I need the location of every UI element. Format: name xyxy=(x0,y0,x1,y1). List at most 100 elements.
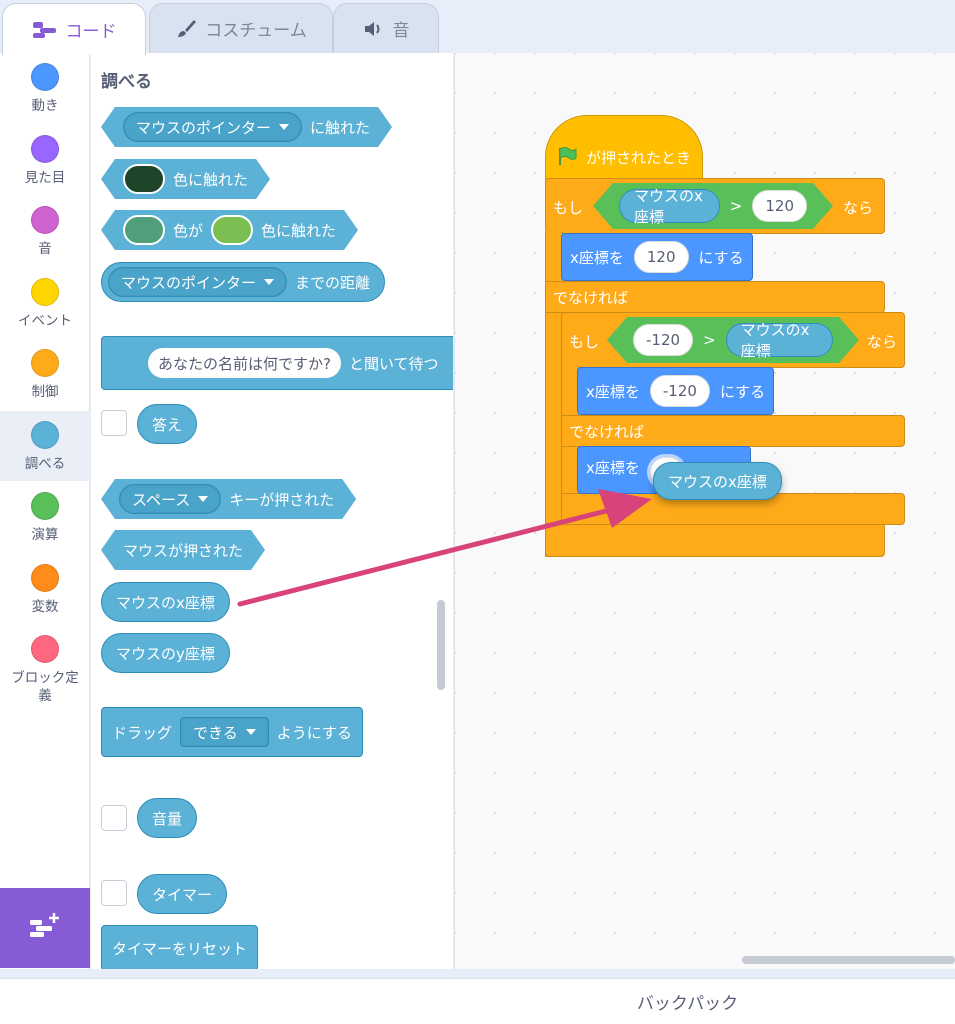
touching-menu-value: マウスのポインター xyxy=(136,118,272,137)
category-dot xyxy=(31,421,59,449)
drag-suffix: ようにする xyxy=(276,723,352,742)
category-dot xyxy=(31,349,59,377)
ask-suffix: と聞いて待つ xyxy=(348,354,439,373)
mouse-down-block[interactable]: マウスが押された xyxy=(101,530,265,570)
number-input[interactable]: 120 xyxy=(633,241,689,273)
loudness-label: 音量 xyxy=(152,809,183,828)
number-input[interactable]: 120 xyxy=(752,190,807,222)
answer-block[interactable]: 答え xyxy=(137,404,198,444)
palette-scrollbar[interactable] xyxy=(437,600,445,690)
greater-than-operator[interactable]: マウスのx座標 > 120 xyxy=(593,183,833,229)
category-label: 見た目 xyxy=(24,170,66,186)
tab-code-label: コード xyxy=(65,22,117,42)
category-my-blocks[interactable]: ブロック定義 xyxy=(0,625,90,715)
hat-label: が押されたとき xyxy=(586,149,692,167)
drag-mode-block[interactable]: ドラッグ できる ようにする xyxy=(101,707,363,757)
color-touching-mid: 色が xyxy=(173,221,204,240)
reset-timer-label: タイマーをリセット xyxy=(112,939,248,958)
mouse-x-reporter[interactable]: マウスのx座標 xyxy=(619,189,720,223)
loudness-block[interactable]: 音量 xyxy=(137,798,198,838)
set-x-block[interactable]: x座標を 120 にする xyxy=(561,233,753,281)
else-label: でなければ xyxy=(553,289,629,307)
chevron-down-icon xyxy=(245,729,256,735)
mouse-y-block[interactable]: マウスのy座標 xyxy=(101,633,230,673)
mouse-down-label: マウスが押された xyxy=(123,541,244,560)
category-events[interactable]: イベント xyxy=(0,268,90,338)
mouse-x-label: マウスのx座標 xyxy=(116,593,215,612)
touching-suffix: に触れた xyxy=(310,118,371,137)
distance-to-block[interactable]: マウスのポインター までの距離 xyxy=(101,262,386,302)
category-dot xyxy=(31,278,59,306)
block-palette: 調べる マウスのポインター に触れた 色に触れた 色が 色に触れた マウスのポイ… xyxy=(91,53,453,969)
timer-checkbox[interactable] xyxy=(101,880,127,906)
touching-color-block[interactable]: 色に触れた xyxy=(101,159,270,199)
script-area-scrollbar[interactable] xyxy=(742,956,955,964)
category-label: 音 xyxy=(38,241,52,257)
category-variables[interactable]: 変数 xyxy=(0,554,90,624)
mouse-x-block[interactable]: マウスのx座標 xyxy=(101,582,230,622)
category-label: 変数 xyxy=(31,599,59,615)
number-input[interactable]: -120 xyxy=(633,324,693,356)
else-label: でなければ xyxy=(569,423,645,441)
touching-block[interactable]: マウスのポインター に触れた xyxy=(101,107,392,147)
drag-dropdown[interactable]: できる xyxy=(180,717,269,747)
distance-menu-value: マウスのポインター xyxy=(121,273,257,292)
category-sensing[interactable]: 調べる xyxy=(0,411,90,481)
color-swatch[interactable] xyxy=(211,215,253,245)
operator-symbol: > xyxy=(703,331,716,349)
add-extension-button[interactable] xyxy=(0,888,90,968)
touching-dropdown[interactable]: マウスのポインター xyxy=(123,112,302,142)
touching-color-label: 色に触れた xyxy=(173,170,249,189)
if-label: もし xyxy=(553,199,584,217)
speaker-icon xyxy=(363,19,385,39)
greater-than-operator[interactable]: -120 > マウスのx座標 xyxy=(607,317,859,363)
operator-symbol: > xyxy=(729,197,743,215)
ask-and-wait-block[interactable]: あなたの名前は何ですか? と聞いて待つ xyxy=(101,336,453,390)
key-dropdown[interactable]: スペース xyxy=(119,484,221,514)
category-dot xyxy=(31,206,59,234)
category-label: 演算 xyxy=(31,527,59,543)
when-flag-clicked-block[interactable]: が押されたとき xyxy=(545,115,703,185)
category-motion[interactable]: 動き xyxy=(0,53,90,123)
then-label: なら xyxy=(843,199,874,217)
mouse-y-label: マウスのy座標 xyxy=(116,644,215,663)
distance-dropdown[interactable]: マウスのポインター xyxy=(108,267,288,297)
set-x-suffix: にする xyxy=(698,248,744,267)
color-touching-end: 色に触れた xyxy=(261,221,337,240)
mouse-x-reporter[interactable]: マウスのx座標 xyxy=(726,323,833,357)
color-swatch[interactable] xyxy=(123,215,165,245)
tab-code[interactable]: コード xyxy=(2,3,146,55)
set-x-block[interactable]: x座標を -120 にする xyxy=(577,367,775,415)
backpack-bar[interactable]: バックパック xyxy=(0,978,955,1024)
tab-sounds[interactable]: 音 xyxy=(333,3,439,53)
category-dot xyxy=(31,564,59,592)
dragging-mouse-x-reporter[interactable]: マウスのx座標 xyxy=(653,462,782,500)
category-dot xyxy=(31,135,59,163)
category-label: 制御 xyxy=(31,384,59,400)
chevron-down-icon xyxy=(279,124,289,130)
answer-checkbox[interactable] xyxy=(101,410,127,436)
key-pressed-block[interactable]: スペース キーが押された xyxy=(101,479,356,519)
color-touching-color-block[interactable]: 色が 色に触れた xyxy=(101,210,358,250)
timer-label: タイマー xyxy=(152,885,213,904)
set-x-label: x座標を xyxy=(586,459,640,477)
color-swatch[interactable] xyxy=(123,164,165,194)
category-control[interactable]: 制御 xyxy=(0,339,90,409)
category-looks[interactable]: 見た目 xyxy=(0,125,90,195)
category-operators[interactable]: 演算 xyxy=(0,482,90,552)
number-input[interactable]: -120 xyxy=(649,375,710,407)
if-else-outer-bottom xyxy=(545,523,885,557)
ask-input[interactable]: あなたの名前は何ですか? xyxy=(148,348,341,378)
category-menu: 動き 見た目 音 イベント 制御 調べる 演算 変数 ブロック定義 xyxy=(0,53,90,969)
annotation-arrow-icon xyxy=(237,489,652,607)
key-menu-value: スペース xyxy=(132,490,191,509)
if-else-outer-else-bar xyxy=(545,281,885,313)
reset-timer-block[interactable]: タイマーをリセット xyxy=(101,925,259,969)
tab-costumes[interactable]: コスチューム xyxy=(149,3,333,53)
script-area[interactable]: が押されたとき もし マウスのx座標 > 120 なら x座標を 120 にする… xyxy=(454,53,955,969)
category-sound[interactable]: 音 xyxy=(0,196,90,266)
loudness-checkbox[interactable] xyxy=(101,805,127,831)
if-label: もし xyxy=(569,333,600,351)
timer-block[interactable]: タイマー xyxy=(137,874,228,914)
code-icon xyxy=(32,20,58,40)
